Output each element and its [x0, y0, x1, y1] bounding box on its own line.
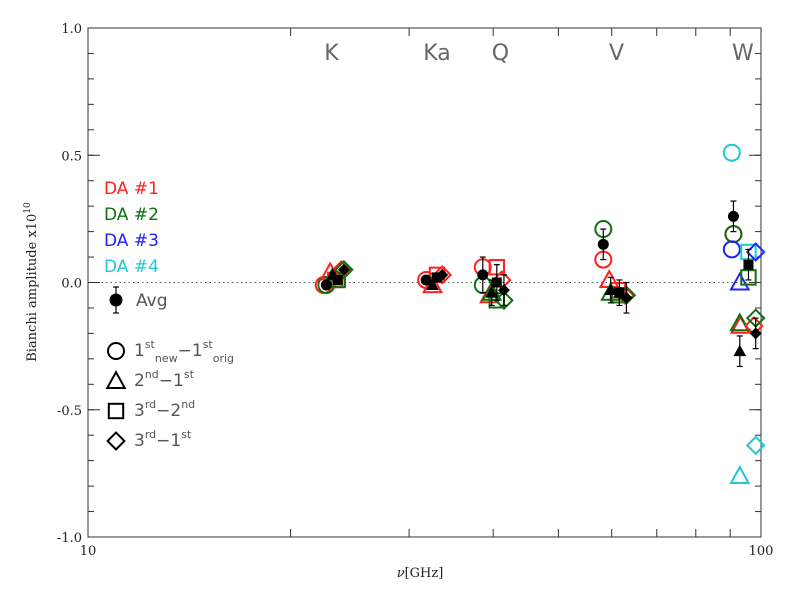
point-da2-diamond: [334, 259, 354, 280]
x-tick-label: 100: [749, 544, 774, 559]
legend-da3: DA #3: [104, 231, 159, 251]
avg-point-square: [332, 274, 343, 285]
avg-point-triangle: [733, 344, 747, 357]
avg-point-circle: [597, 238, 609, 250]
point-da4-triangle: [729, 465, 751, 484]
avg-point-square: [743, 259, 754, 270]
x-axis-title: ν[GHz]: [397, 566, 444, 581]
legend-shape-triangle: [105, 370, 127, 390]
legend-da2: DA #2: [104, 205, 159, 225]
legend-shape-diamond: [106, 431, 126, 451]
point-da4-circle: [722, 143, 741, 162]
legend-avg-label: Avg: [136, 291, 168, 311]
band-label-w: W: [732, 41, 754, 66]
point-da3-triangle: [729, 271, 751, 291]
legend-shape-label-triangle: 2nd−1st: [134, 368, 195, 391]
y-tick-label: -0.5: [57, 404, 82, 419]
avg-point-square: [614, 287, 625, 298]
band-label-k: K: [324, 41, 339, 66]
avg-point-diamond: [620, 291, 633, 304]
legend-shape-label-diamond: 3rd−1st: [134, 428, 192, 451]
avg-point-circle: [420, 274, 432, 286]
avg-point-diamond: [337, 263, 350, 276]
point-da1-diamond: [432, 265, 453, 285]
avg-point-diamond: [749, 327, 762, 340]
y-axis-title: Bianchi amplitude x1010: [23, 202, 40, 362]
avg-point-square: [491, 277, 502, 288]
y-tick-label: 0.5: [61, 149, 82, 164]
point-da4-diamond: [745, 435, 766, 456]
legend-shape-circle: [107, 342, 125, 360]
legend-da1: DA #1: [104, 179, 159, 199]
y-tick-label: 1.0: [61, 22, 82, 37]
y-tick-label: -1.0: [57, 531, 82, 546]
legend-avg-marker: [109, 293, 123, 307]
y-tick-label: 0.0: [61, 277, 82, 292]
avg-point-triangle: [604, 283, 618, 296]
band-label-ka: Ka: [423, 41, 451, 66]
band-label-q: Q: [492, 41, 509, 66]
avg-point-circle: [727, 210, 739, 222]
legend-da4: DA #4: [104, 257, 159, 277]
avg-point-triangle: [485, 286, 499, 298]
avg-point-circle: [477, 269, 489, 281]
legend-shape-square: [107, 402, 125, 420]
avg-point-diamond: [436, 268, 449, 281]
avg-point-diamond: [497, 284, 510, 297]
legend-shape-label-square: 3rd−2nd: [134, 398, 195, 421]
avg-point-triangle: [426, 278, 439, 290]
avg-point-circle: [320, 279, 332, 291]
band-label-v: V: [609, 41, 624, 66]
point-da2-triangle: [729, 312, 751, 332]
point-da2-diamond: [494, 290, 514, 311]
point-da3-circle: [722, 240, 741, 259]
legend-shape-label-circle: 1stnew−1storig: [134, 338, 234, 365]
x-tick-label: 10: [80, 544, 97, 559]
